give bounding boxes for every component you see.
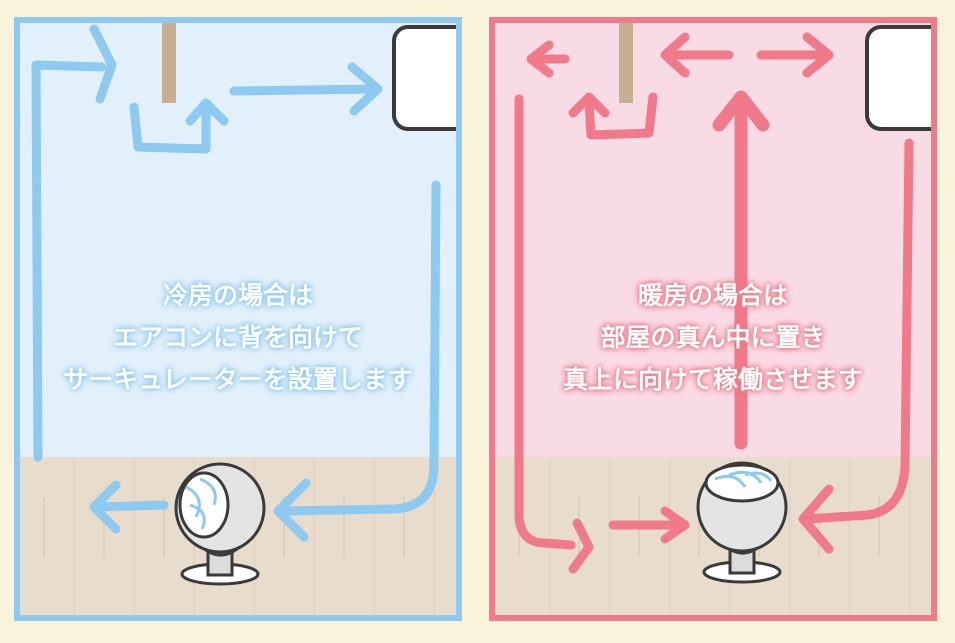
- caption-line: 冷房の場合は: [162, 281, 313, 310]
- cooling-caption: 冷房の場合は エアコンに背を向けて サーキュレーターを設置します: [14, 275, 462, 401]
- circulator-fan-icon: [174, 462, 266, 586]
- caption-line: 暖房の場合は: [637, 281, 788, 310]
- air-conditioner-icon: [392, 25, 462, 131]
- wall: [489, 17, 937, 457]
- air-conditioner-icon: [865, 25, 937, 131]
- ceiling-pendant-icon: [162, 17, 176, 103]
- caption-line: エアコンに背を向けて: [112, 323, 363, 352]
- panel-border: [489, 17, 937, 621]
- caption-line: 真上に向けて稼働させます: [562, 365, 863, 394]
- cooling-panel: 冷房の場合は エアコンに背を向けて サーキュレーターを設置します: [14, 17, 462, 621]
- airflow-arrow-icon: [514, 32, 914, 574]
- panel-border: [14, 17, 462, 621]
- caption-line: 部屋の真ん中に置き: [600, 323, 826, 352]
- heating-caption: 暖房の場合は 部屋の真ん中に置き 真上に向けて稼働させます: [489, 275, 937, 401]
- ceiling-pendant-icon: [619, 17, 633, 103]
- caption-line: サーキュレーターを設置します: [63, 365, 413, 394]
- circulator-fan-icon: [696, 461, 788, 584]
- heating-panel: 暖房の場合は 部屋の真ん中に置き 真上に向けて稼働させます: [489, 17, 937, 621]
- airflow-arrow-icon: [31, 24, 441, 542]
